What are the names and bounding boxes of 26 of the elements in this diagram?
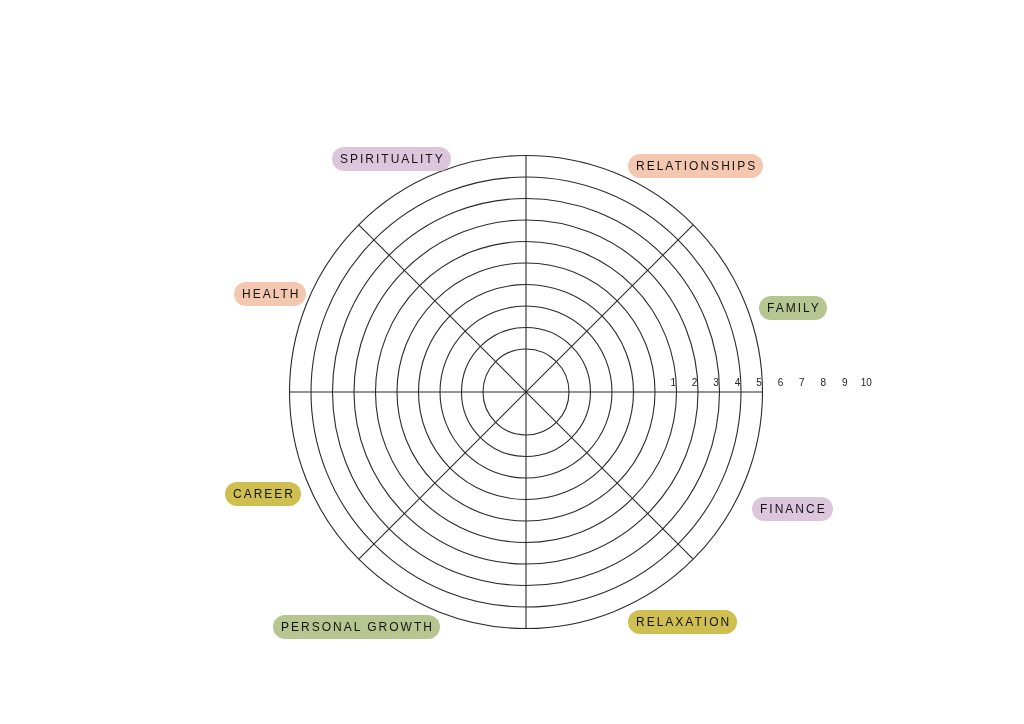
category-label: SPIRITUALITY (339, 152, 445, 166)
category-label: FAMILY (766, 301, 821, 315)
scale-number: 9 (842, 377, 848, 389)
category-pill (759, 296, 827, 320)
scale-number: 7 (799, 377, 805, 389)
category-label: PERSONAL GROWTH (280, 620, 434, 634)
category-pill (273, 615, 440, 639)
scale-number: 3 (713, 377, 719, 389)
scale-number: 6 (777, 377, 784, 389)
scale-number: 5 (756, 377, 762, 389)
scale-number: 1 (670, 377, 676, 389)
scale-number: 10 (860, 377, 872, 389)
category-label: FINANCE (759, 502, 827, 516)
category-pill (752, 497, 833, 521)
category-label: RELATIONSHIPS (635, 159, 758, 173)
category-pill (628, 154, 764, 178)
scale-number: 2 (691, 377, 698, 389)
category-label: RELAXATION (635, 615, 732, 629)
category-pill (234, 282, 307, 306)
scale-number: 4 (734, 377, 741, 389)
category-label: HEALTH (241, 287, 301, 301)
category-pill (628, 610, 738, 634)
category-pill (332, 147, 451, 171)
scale-number: 8 (820, 377, 827, 389)
category-label: CAREER (232, 487, 295, 501)
category-pill (225, 482, 301, 506)
